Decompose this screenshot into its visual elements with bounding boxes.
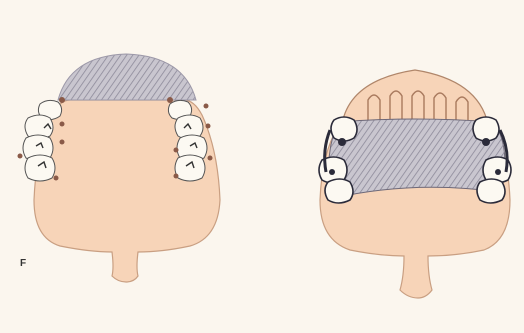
rest-dot [59, 97, 65, 103]
rest-dot [60, 140, 65, 145]
rest-dot [54, 176, 59, 181]
tooth-icon [25, 155, 55, 181]
left-panel [18, 54, 221, 282]
tooth-icon [473, 117, 499, 141]
rest-dot [60, 122, 65, 127]
clasp-rest [482, 138, 490, 146]
rest-dot [167, 97, 173, 103]
figure-label: F [20, 258, 26, 269]
rest-dot [208, 156, 213, 161]
tooth-icon [477, 179, 505, 203]
tooth-icon [175, 155, 205, 181]
tooth-icon [331, 117, 357, 141]
clasp-rest [329, 169, 335, 175]
right-panel [319, 70, 511, 298]
clasp-rest [338, 138, 346, 146]
right-anterior-rugae-area [342, 70, 488, 124]
rest-dot [18, 154, 23, 159]
left-hatched-connector [58, 54, 196, 100]
clasp-rest [495, 169, 501, 175]
rest-dot [204, 104, 209, 109]
tooth-icon [325, 179, 353, 203]
rest-dot [174, 148, 179, 153]
rest-dot [206, 124, 211, 129]
rest-dot [174, 174, 179, 179]
